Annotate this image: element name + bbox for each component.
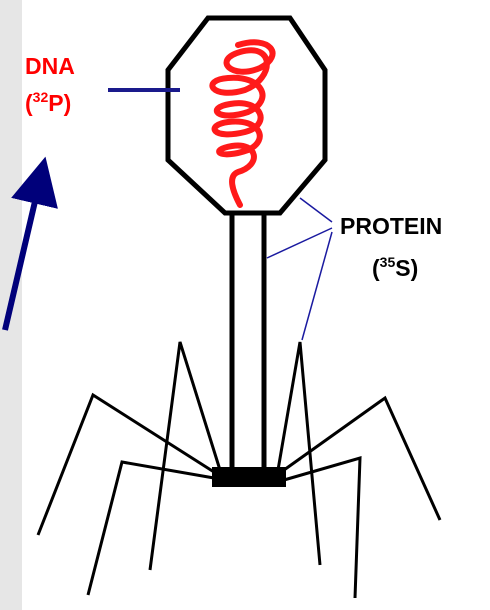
protein-pointer-head xyxy=(300,198,332,222)
protein-pointer-tail xyxy=(267,228,332,258)
dna-transfer-arrow xyxy=(5,180,40,330)
sulfur-mass-number: 35 xyxy=(380,254,396,270)
tail-fiber-left-inner xyxy=(150,342,220,570)
protein-pointer-fiber xyxy=(302,232,332,340)
tail-fiber-left-outer xyxy=(38,395,214,535)
tail-fiber-right-lower xyxy=(284,458,360,598)
sulfur-symbol: S) xyxy=(395,255,418,281)
base-plate xyxy=(212,467,286,487)
tail-fiber-left-middle xyxy=(88,462,214,595)
sulfur-open-paren: ( xyxy=(372,255,380,281)
phosphorus-32-label: (32P) xyxy=(25,90,71,115)
tail-fiber-right-inner xyxy=(278,342,320,565)
sulfur-35-label: (35S) xyxy=(372,255,418,280)
dna-coil xyxy=(212,42,272,205)
dna-label: DNA xyxy=(25,55,75,78)
phosphorus-symbol: P) xyxy=(48,90,71,116)
phosphorus-mass-number: 32 xyxy=(33,89,49,105)
protein-label: PROTEIN xyxy=(340,215,442,238)
phosphorus-open-paren: ( xyxy=(25,90,33,116)
